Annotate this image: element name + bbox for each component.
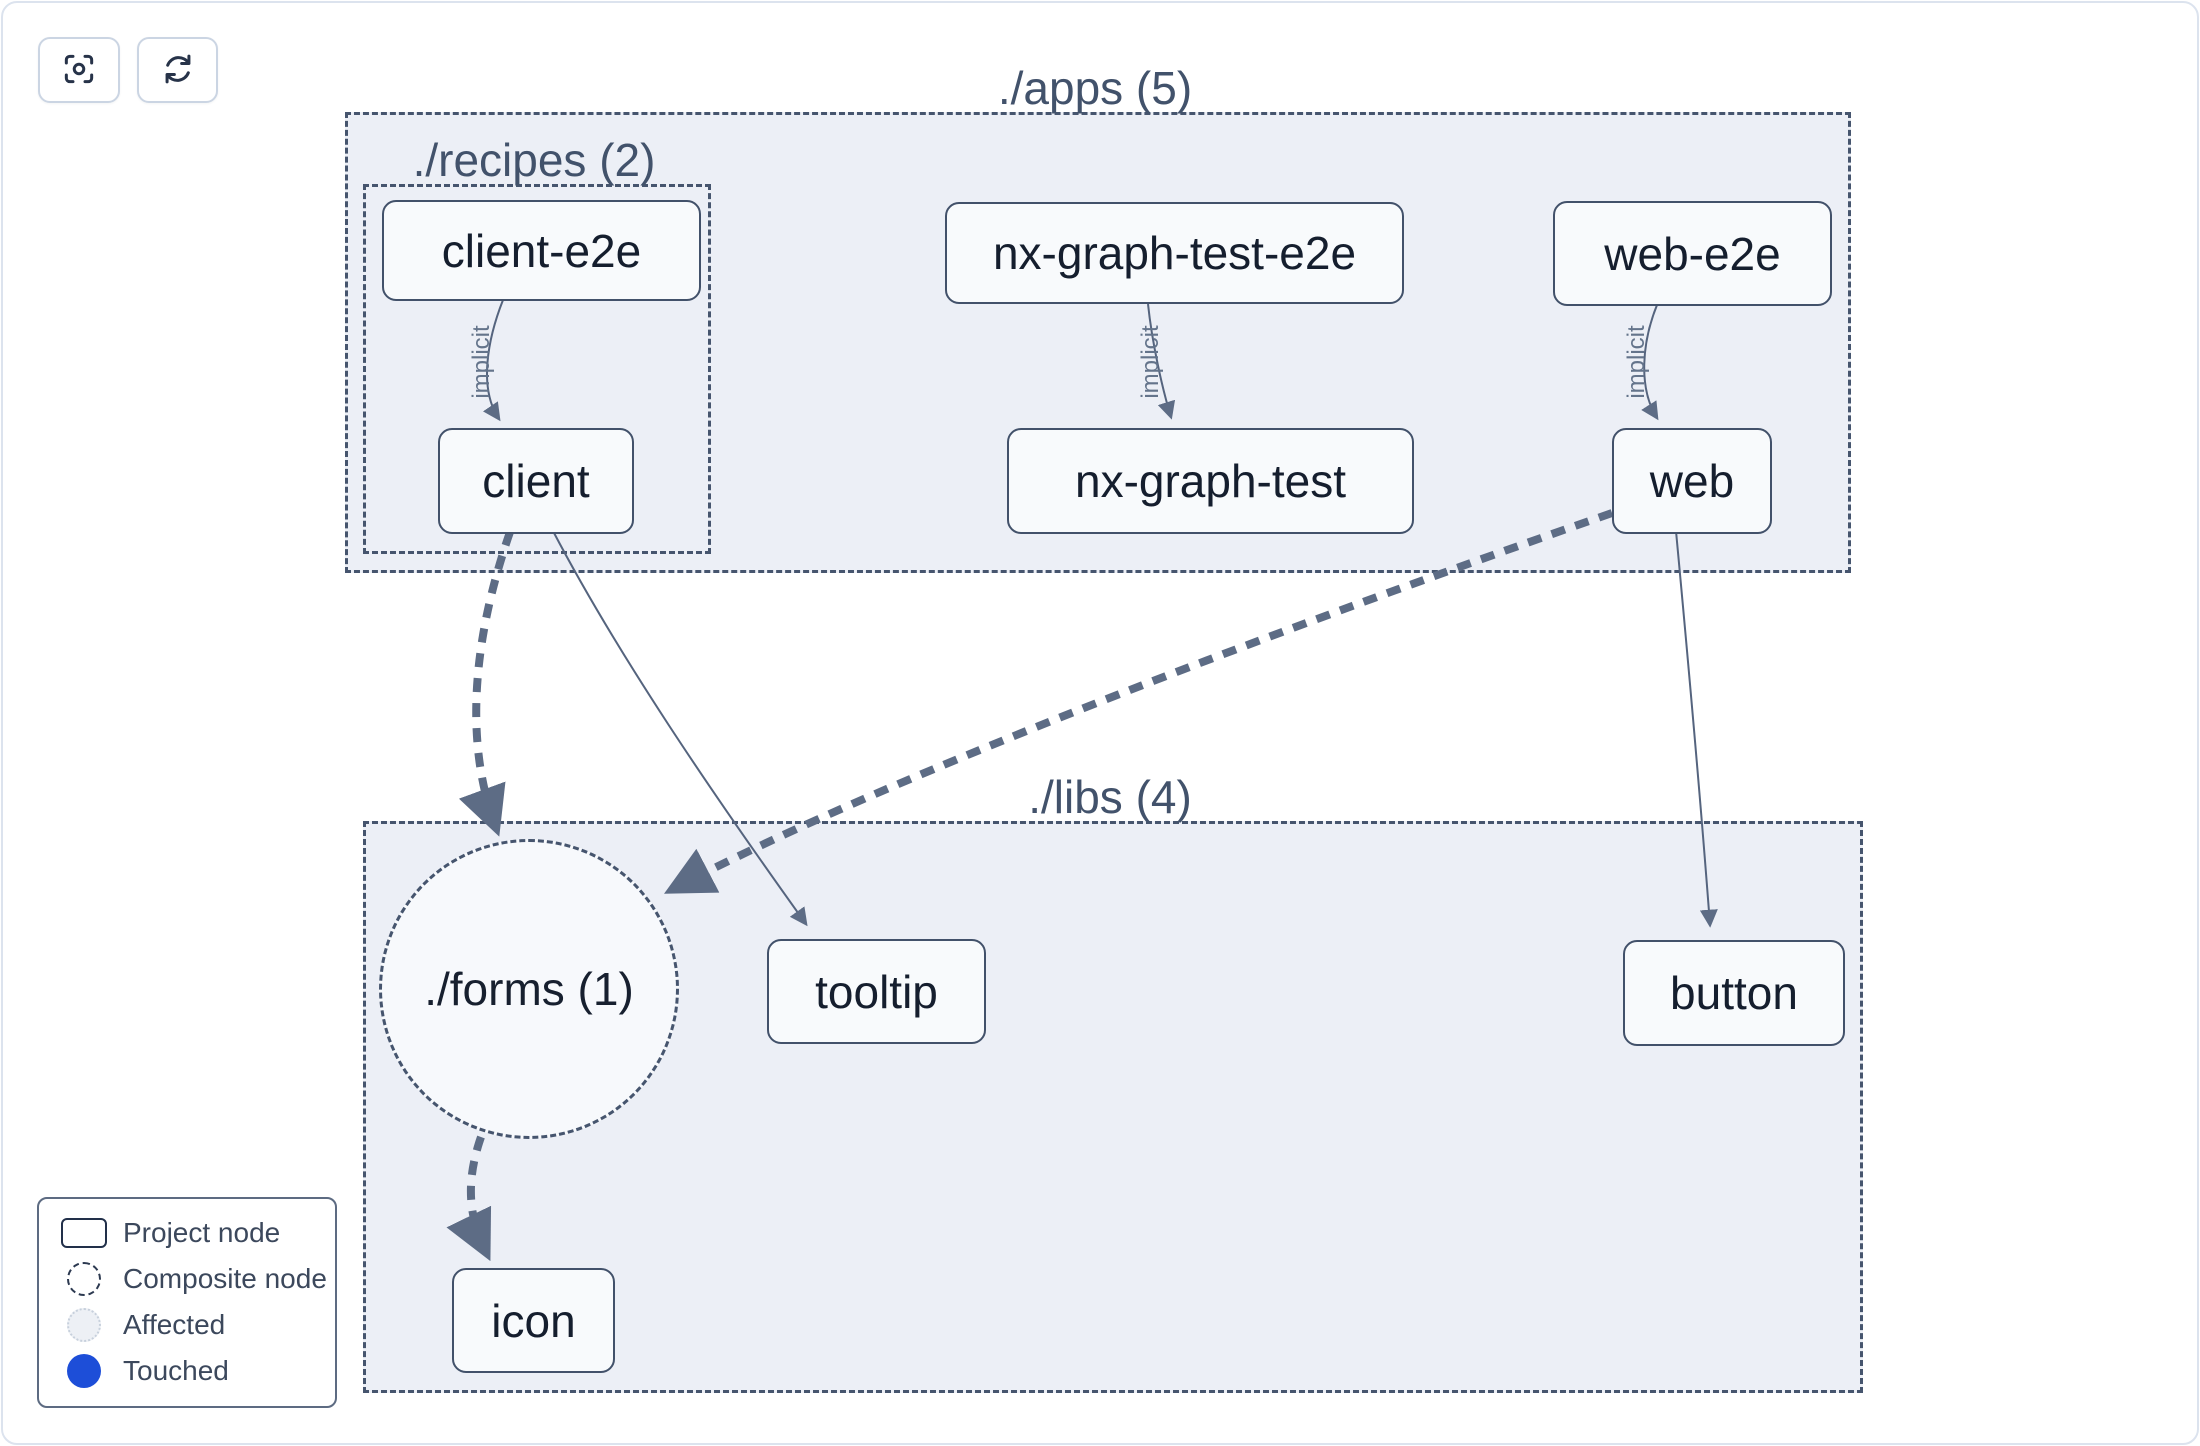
node-label: nx-graph-test-e2e: [992, 227, 1357, 279]
group-title-libs: ./libs (4): [1028, 771, 1192, 823]
node-client[interactable]: client: [438, 428, 634, 534]
node-label: nx-graph-test: [1074, 455, 1346, 507]
legend-label: Project node: [123, 1217, 281, 1248]
node-label: button: [1670, 967, 1798, 1019]
node-web-e2e[interactable]: web-e2e: [1553, 201, 1832, 306]
node-label: tooltip: [815, 965, 938, 1018]
node-nx-graph-test[interactable]: nx-graph-test: [1007, 428, 1414, 534]
composite-node-forms[interactable]: ./forms (1): [379, 839, 679, 1139]
node-web[interactable]: web: [1612, 428, 1772, 534]
legend-label: Composite node: [123, 1263, 327, 1294]
node-icon[interactable]: icon: [452, 1268, 615, 1373]
legend-item-touched: Touched: [61, 1348, 335, 1394]
node-label: icon: [491, 1294, 576, 1347]
node-label: client: [482, 455, 590, 507]
legend: Project node Composite node Affected Tou…: [37, 1197, 337, 1408]
node-client-e2e[interactable]: client-e2e: [382, 200, 701, 301]
legend-label: Touched: [123, 1355, 229, 1386]
legend-item-composite-node: Composite node: [61, 1256, 335, 1302]
group-recipes: [363, 184, 711, 554]
composite-node-label: ./forms (1): [424, 963, 634, 1015]
refresh-button[interactable]: [137, 37, 218, 103]
node-label: client-e2e: [441, 224, 642, 277]
node-button[interactable]: button: [1623, 940, 1845, 1046]
legend-item-affected: Affected: [61, 1302, 335, 1348]
node-label: web-e2e: [1604, 227, 1781, 280]
refresh-icon: [159, 50, 197, 91]
touched-swatch: [67, 1354, 101, 1388]
node-nx-graph-test-e2e[interactable]: nx-graph-test-e2e: [945, 202, 1404, 304]
composite-node-swatch: [67, 1262, 101, 1296]
legend-label: Affected: [123, 1309, 226, 1340]
focus-button[interactable]: [38, 37, 120, 103]
legend-item-project-node: Project node: [61, 1210, 335, 1256]
node-tooltip[interactable]: tooltip: [767, 939, 986, 1044]
affected-swatch: [67, 1308, 101, 1342]
group-title-recipes: ./recipes (2): [412, 134, 656, 186]
project-node-swatch: [61, 1218, 107, 1248]
viewfinder-icon: [60, 50, 98, 91]
group-title-apps: ./apps (5): [997, 62, 1193, 114]
node-label: web: [1649, 455, 1735, 507]
